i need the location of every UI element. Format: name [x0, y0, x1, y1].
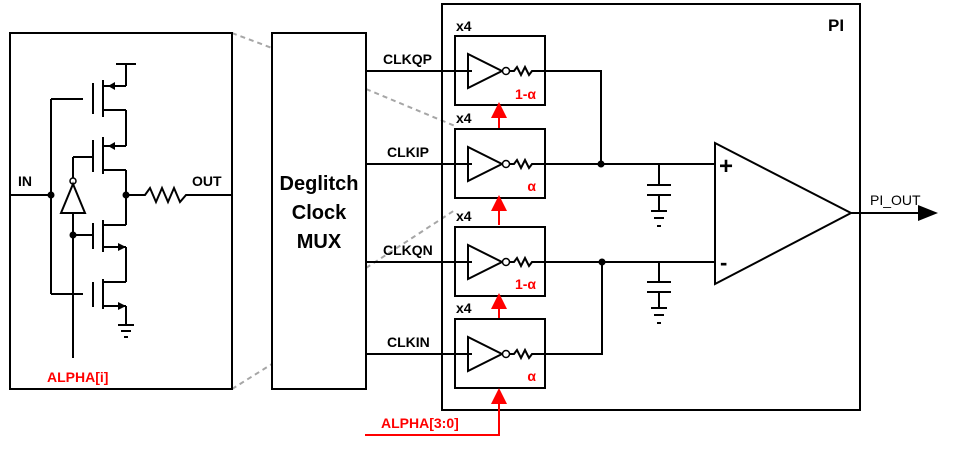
- cell-mult-0: x4: [456, 18, 472, 34]
- inverter-icon: [467, 145, 505, 183]
- alpha-i-label: ALPHA[i]: [47, 369, 108, 385]
- pi-title: PI: [828, 16, 844, 35]
- in-label: IN: [18, 173, 32, 189]
- clk-label-0: CLKQP: [383, 51, 432, 67]
- cell-mult-3: x4: [456, 300, 472, 316]
- deglitch-mux-box: [271, 32, 367, 390]
- cell-detail-box: [9, 32, 233, 390]
- alpha-bus-label: ALPHA[3:0]: [381, 415, 459, 431]
- cell-weight-0: 1-α: [515, 86, 536, 102]
- inverter-icon: [467, 335, 505, 373]
- cell-mult-2: x4: [456, 208, 472, 224]
- amp-minus: -: [720, 250, 727, 275]
- clk-label-1: CLKIP: [387, 144, 429, 160]
- cell-weight-2: 1-α: [515, 276, 536, 292]
- cell-mult-1: x4: [456, 110, 472, 126]
- capacitor-minus: [647, 262, 671, 324]
- cell-weight-1: α: [527, 178, 536, 194]
- clk-label-2: CLKQN: [383, 242, 433, 258]
- clk-label-3: CLKIN: [387, 334, 430, 350]
- amplifier: [714, 141, 854, 286]
- capacitor-plus: [647, 164, 671, 227]
- mux-line2: Clock: [292, 202, 347, 224]
- out-label: OUT: [192, 173, 222, 189]
- mux-line3: MUX: [297, 231, 342, 253]
- cell-weight-3: α: [527, 368, 536, 384]
- inverter-icon: [467, 52, 505, 90]
- zoom-guide-lines: [231, 32, 456, 390]
- summing-wires: [545, 70, 715, 355]
- inverter-icon: [467, 243, 505, 281]
- amp-plus: +: [719, 153, 733, 180]
- pi-box: [441, 3, 861, 411]
- pi-out-label: PI_OUT: [870, 192, 921, 208]
- control-arrows: [365, 102, 507, 436]
- mux-line1: Deglitch: [280, 173, 359, 195]
